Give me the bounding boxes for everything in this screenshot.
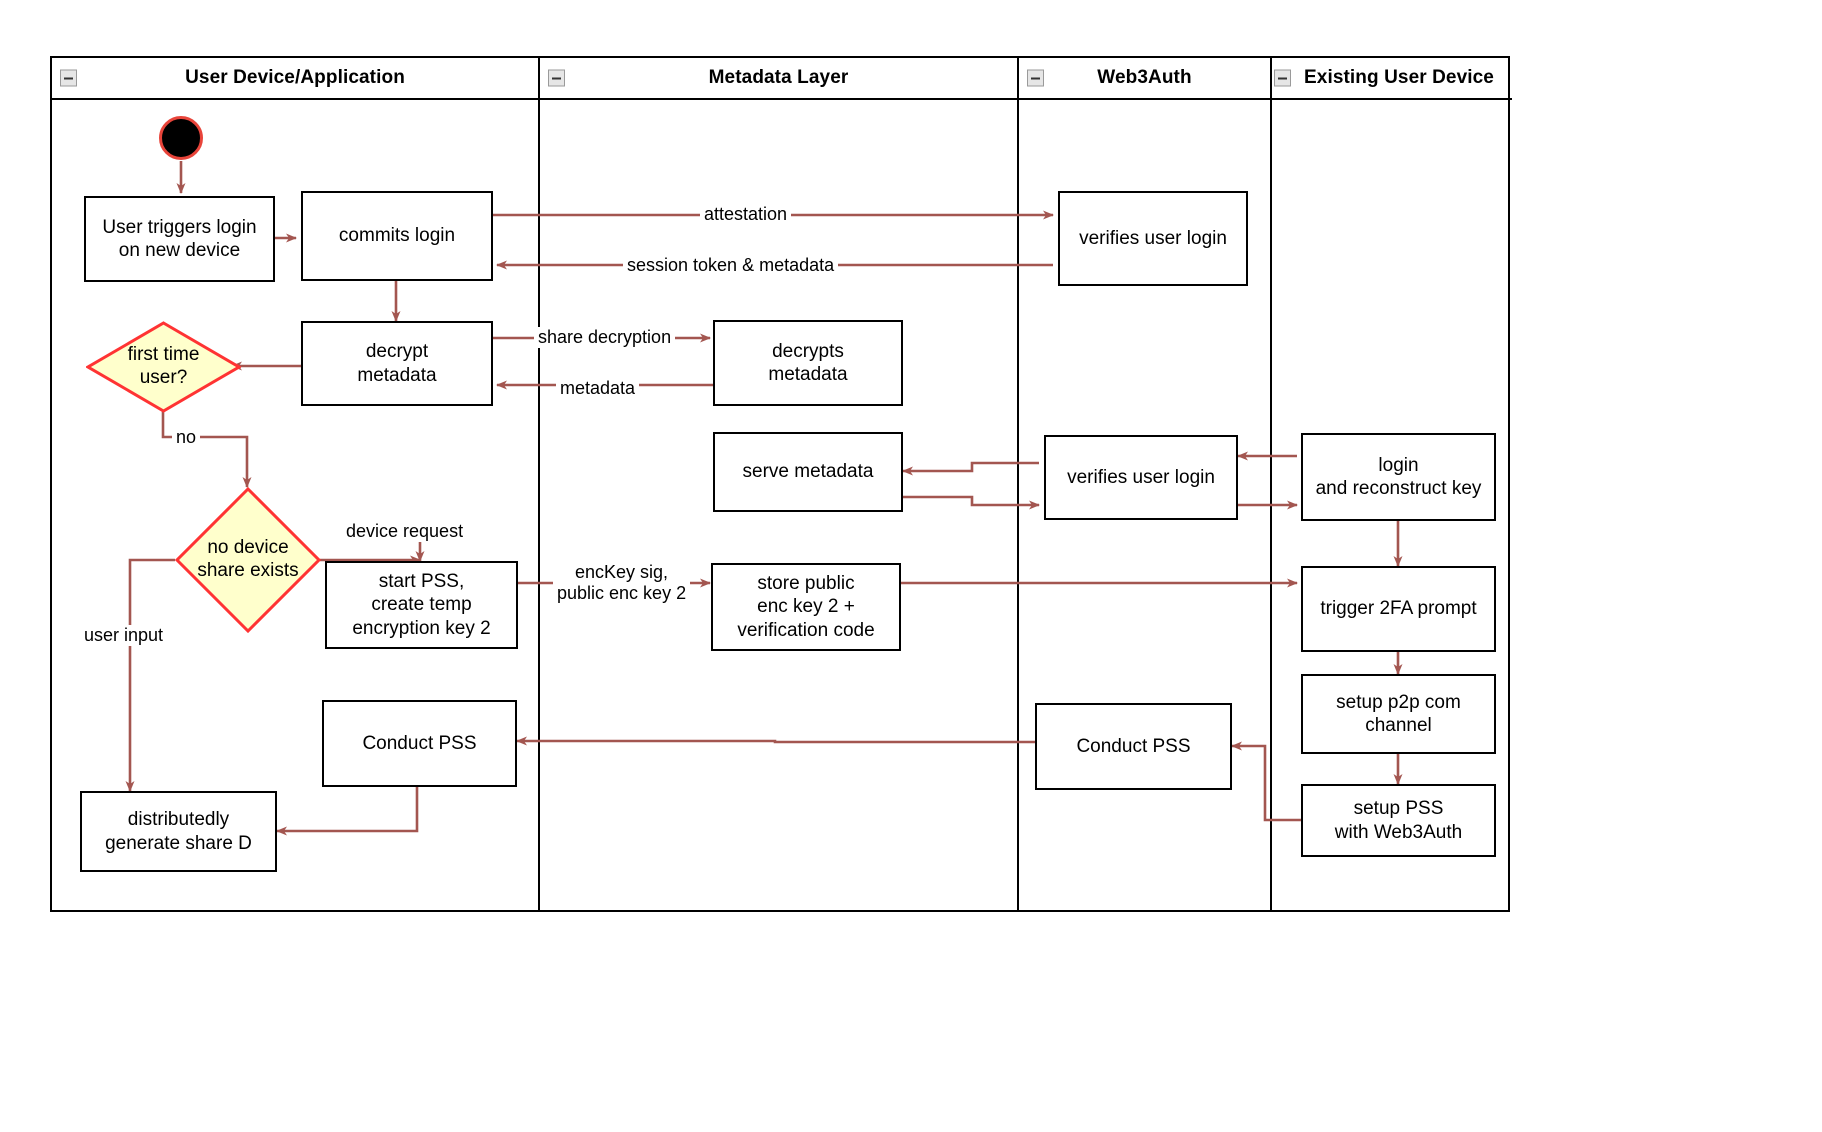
activity-conduct-pss-web3auth[interactable]: Conduct PSS <box>1035 703 1232 790</box>
activity-label: serve metadata <box>742 461 874 483</box>
activity-label: trigger 2FA prompt <box>1320 598 1477 620</box>
lane-header-existing-device: Existing User Device <box>1272 58 1512 100</box>
lane-header-user-device: User Device/Application <box>52 58 538 100</box>
start-node <box>159 116 203 160</box>
activity-verifies-user-login-1[interactable]: verifies user login <box>1058 191 1248 286</box>
edge-label-session-token: session token & metadata <box>623 255 839 276</box>
edge-label-share-decryption: share decryption <box>534 327 676 348</box>
activity-verifies-user-login-2[interactable]: verifies user login <box>1044 435 1238 520</box>
edge-label-enckey-sig: encKey sig,public enc key 2 <box>553 562 691 604</box>
activity-label: Conduct PSS <box>1076 735 1191 757</box>
activity-label: Conduct PSS <box>362 732 477 754</box>
lane-title-metadata-layer: Metadata Layer <box>708 67 849 88</box>
lane-title-web3auth: Web3Auth <box>1097 67 1192 88</box>
activity-trigger-2fa-prompt[interactable]: trigger 2FA prompt <box>1301 566 1496 652</box>
activity-serve-metadata[interactable]: serve metadata <box>713 432 903 512</box>
minus-box-icon[interactable] <box>1274 69 1291 87</box>
edge-label-no: no <box>172 427 201 448</box>
minus-box-icon[interactable] <box>548 69 565 87</box>
activity-commits-login[interactable]: commits login <box>301 191 493 281</box>
lane-user-device: User Device/Application <box>52 58 540 910</box>
lane-title-user-device: User Device/Application <box>185 67 405 88</box>
lane-header-metadata-layer: Metadata Layer <box>540 58 1017 100</box>
lane-existing-device: Existing User Device <box>1272 58 1512 910</box>
minus-box-icon[interactable] <box>60 69 77 87</box>
minus-box-icon[interactable] <box>1027 69 1044 87</box>
activity-label: commits login <box>338 225 456 247</box>
edge-label-metadata: metadata <box>556 378 640 399</box>
lane-title-existing-device: Existing User Device <box>1304 67 1494 88</box>
edge-label-device-request: device request <box>342 521 468 542</box>
lane-metadata-layer: Metadata Layer <box>540 58 1019 910</box>
activity-conduct-pss-user-device[interactable]: Conduct PSS <box>322 700 517 787</box>
activity-label: verifies user login <box>1067 466 1215 488</box>
activity-label: verifies user login <box>1079 227 1227 249</box>
edge-label-user-input: user input <box>80 625 168 646</box>
edge-label-attestation: attestation <box>700 204 792 225</box>
lane-header-web3auth: Web3Auth <box>1019 58 1270 100</box>
lane-web3auth: Web3Auth <box>1019 58 1272 910</box>
